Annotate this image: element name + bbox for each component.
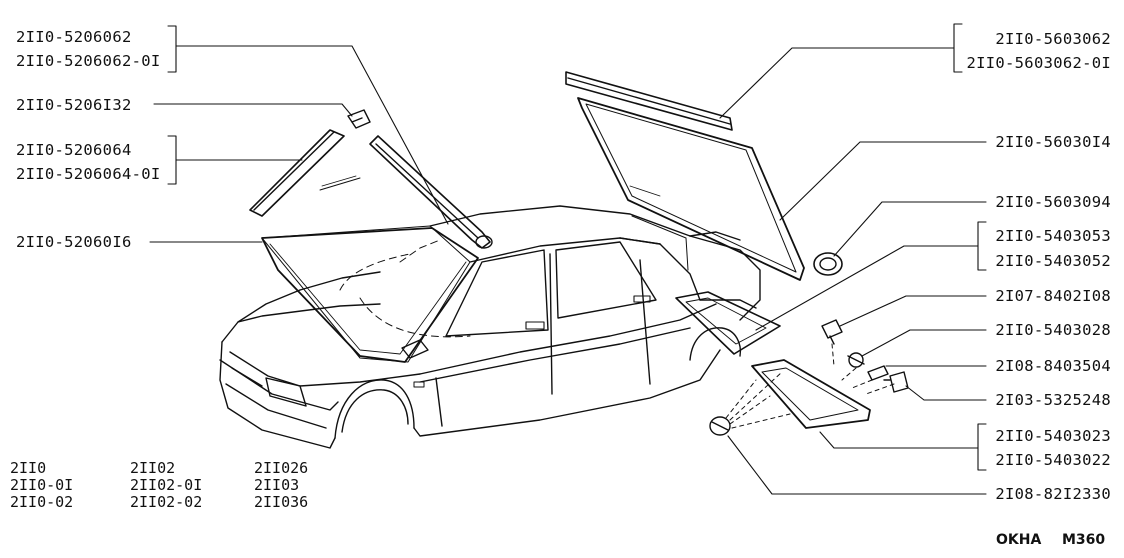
callout-2110-5206062: 2II0-5206062 <box>16 28 132 46</box>
callout-2110-5206062-01: 2II0-5206062-0I <box>16 52 161 70</box>
callout-2110-5206064-01: 2II0-5206064-0I <box>16 165 161 183</box>
callout-2108-8212330: 2I08-82I2330 <box>995 485 1111 503</box>
fastener-nut-5403028 <box>847 352 865 368</box>
screw-5325248 <box>883 371 909 393</box>
callout-2110-5403023: 2II0-5403023 <box>995 427 1111 445</box>
rear-window-stop <box>813 252 843 276</box>
assembly-dashes <box>725 343 895 429</box>
fastener-bolt-8402108 <box>821 319 843 345</box>
rear-window-glass <box>577 97 805 281</box>
callout-2110-5403053: 2II0-5403053 <box>995 227 1111 245</box>
callout-2110-5206132: 2II0-5206I32 <box>16 96 132 114</box>
callout-2110-5603094: 2II0-5603094 <box>995 193 1111 211</box>
page-code: M360 <box>1062 532 1106 548</box>
model-code: 2II0 <box>10 459 47 477</box>
model-code: 2II0-0I <box>10 476 74 494</box>
model-code: 2II02-0I <box>130 476 203 494</box>
clip-8403504 <box>867 365 889 381</box>
model-code: 2II03 <box>254 476 300 494</box>
callout-2110-5403028: 2II0-5403028 <box>995 321 1111 339</box>
callout-2110-5206016: 2II0-52060I6 <box>16 233 132 251</box>
callout-2110-5403022: 2II0-5403022 <box>995 451 1111 469</box>
callout-2107-8402108: 2I07-8402I08 <box>995 287 1111 305</box>
section-code: OKHA <box>996 532 1042 548</box>
quarter-window-exploded <box>751 359 871 429</box>
quarter-window-mounted <box>675 291 781 355</box>
rear-window-seal <box>565 71 733 131</box>
model-code: 2II02 <box>130 459 176 477</box>
leader-lines <box>149 23 987 495</box>
callout-2110-5603014: 2II0-56030I4 <box>995 133 1111 151</box>
callout-2110-5603062-01: 2II0-5603062-0I <box>966 54 1111 72</box>
model-code: 2II026 <box>254 459 309 477</box>
clip-8212330 <box>709 416 731 436</box>
callout-2103-5325248: 2I03-5325248 <box>995 391 1111 409</box>
model-code: 2II036 <box>254 493 309 511</box>
windshield-glass <box>261 175 479 363</box>
callout-2110-5403052: 2II0-5403052 <box>995 252 1111 270</box>
model-code: 2II02-02 <box>130 493 203 511</box>
windshield-molding-left <box>249 129 345 217</box>
callout-2110-5603062: 2II0-5603062 <box>995 30 1111 48</box>
callout-2110-5206064: 2II0-5206064 <box>16 141 132 159</box>
callout-2108-8403504: 2I08-8403504 <box>995 357 1111 375</box>
model-code: 2II0-02 <box>10 493 74 511</box>
windshield-molding-right <box>369 135 493 249</box>
molding-corner-clip <box>347 109 371 129</box>
